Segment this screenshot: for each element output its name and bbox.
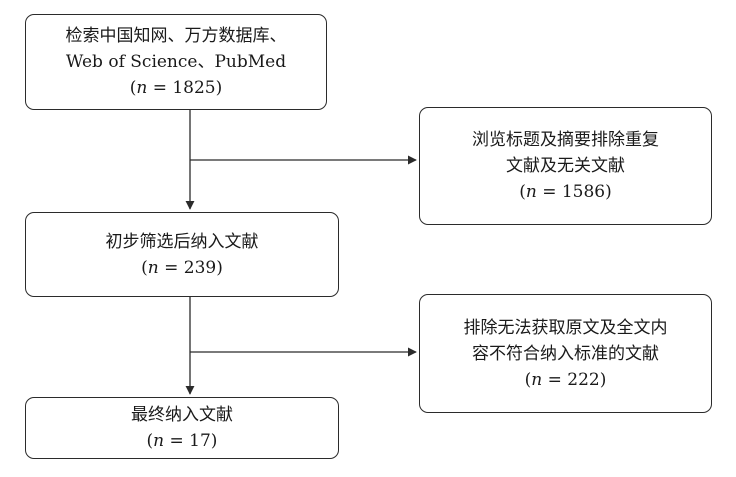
exclude2-line-2: 容不符合纳入标准的文献: [472, 343, 659, 364]
search-line-2: Web of Science、PubMed: [65, 52, 287, 72]
final-line-1: 最终纳入文献: [131, 405, 233, 425]
initial-screening-box: 初步筛选后纳入文献 (n = 239): [25, 212, 339, 297]
search-count: (n = 1825): [129, 78, 223, 98]
final-count: (n = 17): [146, 431, 218, 451]
screen-line-1: 初步筛选后纳入文献: [105, 231, 259, 252]
exclude2-line-1: 排除无法获取原文及全文内: [463, 317, 668, 338]
screen-count: (n = 239): [141, 257, 223, 278]
exclude1-line-1: 浏览标题及摘要排除重复: [472, 130, 659, 150]
exclude1-count: (n = 1586): [519, 182, 612, 202]
final-included-box: 最终纳入文献 (n = 17): [25, 397, 339, 459]
exclude-fulltext-box: 排除无法获取原文及全文内 容不符合纳入标准的文献 (n = 222): [419, 294, 712, 413]
exclude1-line-2: 文献及无关文献: [506, 156, 625, 176]
exclude2-count: (n = 222): [524, 369, 607, 390]
search-line-1: 检索中国知网、万方数据库、: [65, 26, 287, 46]
search-records-box: 检索中国知网、万方数据库、 Web of Science、PubMed (n =…: [25, 14, 327, 110]
exclude-duplicates-box: 浏览标题及摘要排除重复 文献及无关文献 (n = 1586): [419, 107, 712, 225]
